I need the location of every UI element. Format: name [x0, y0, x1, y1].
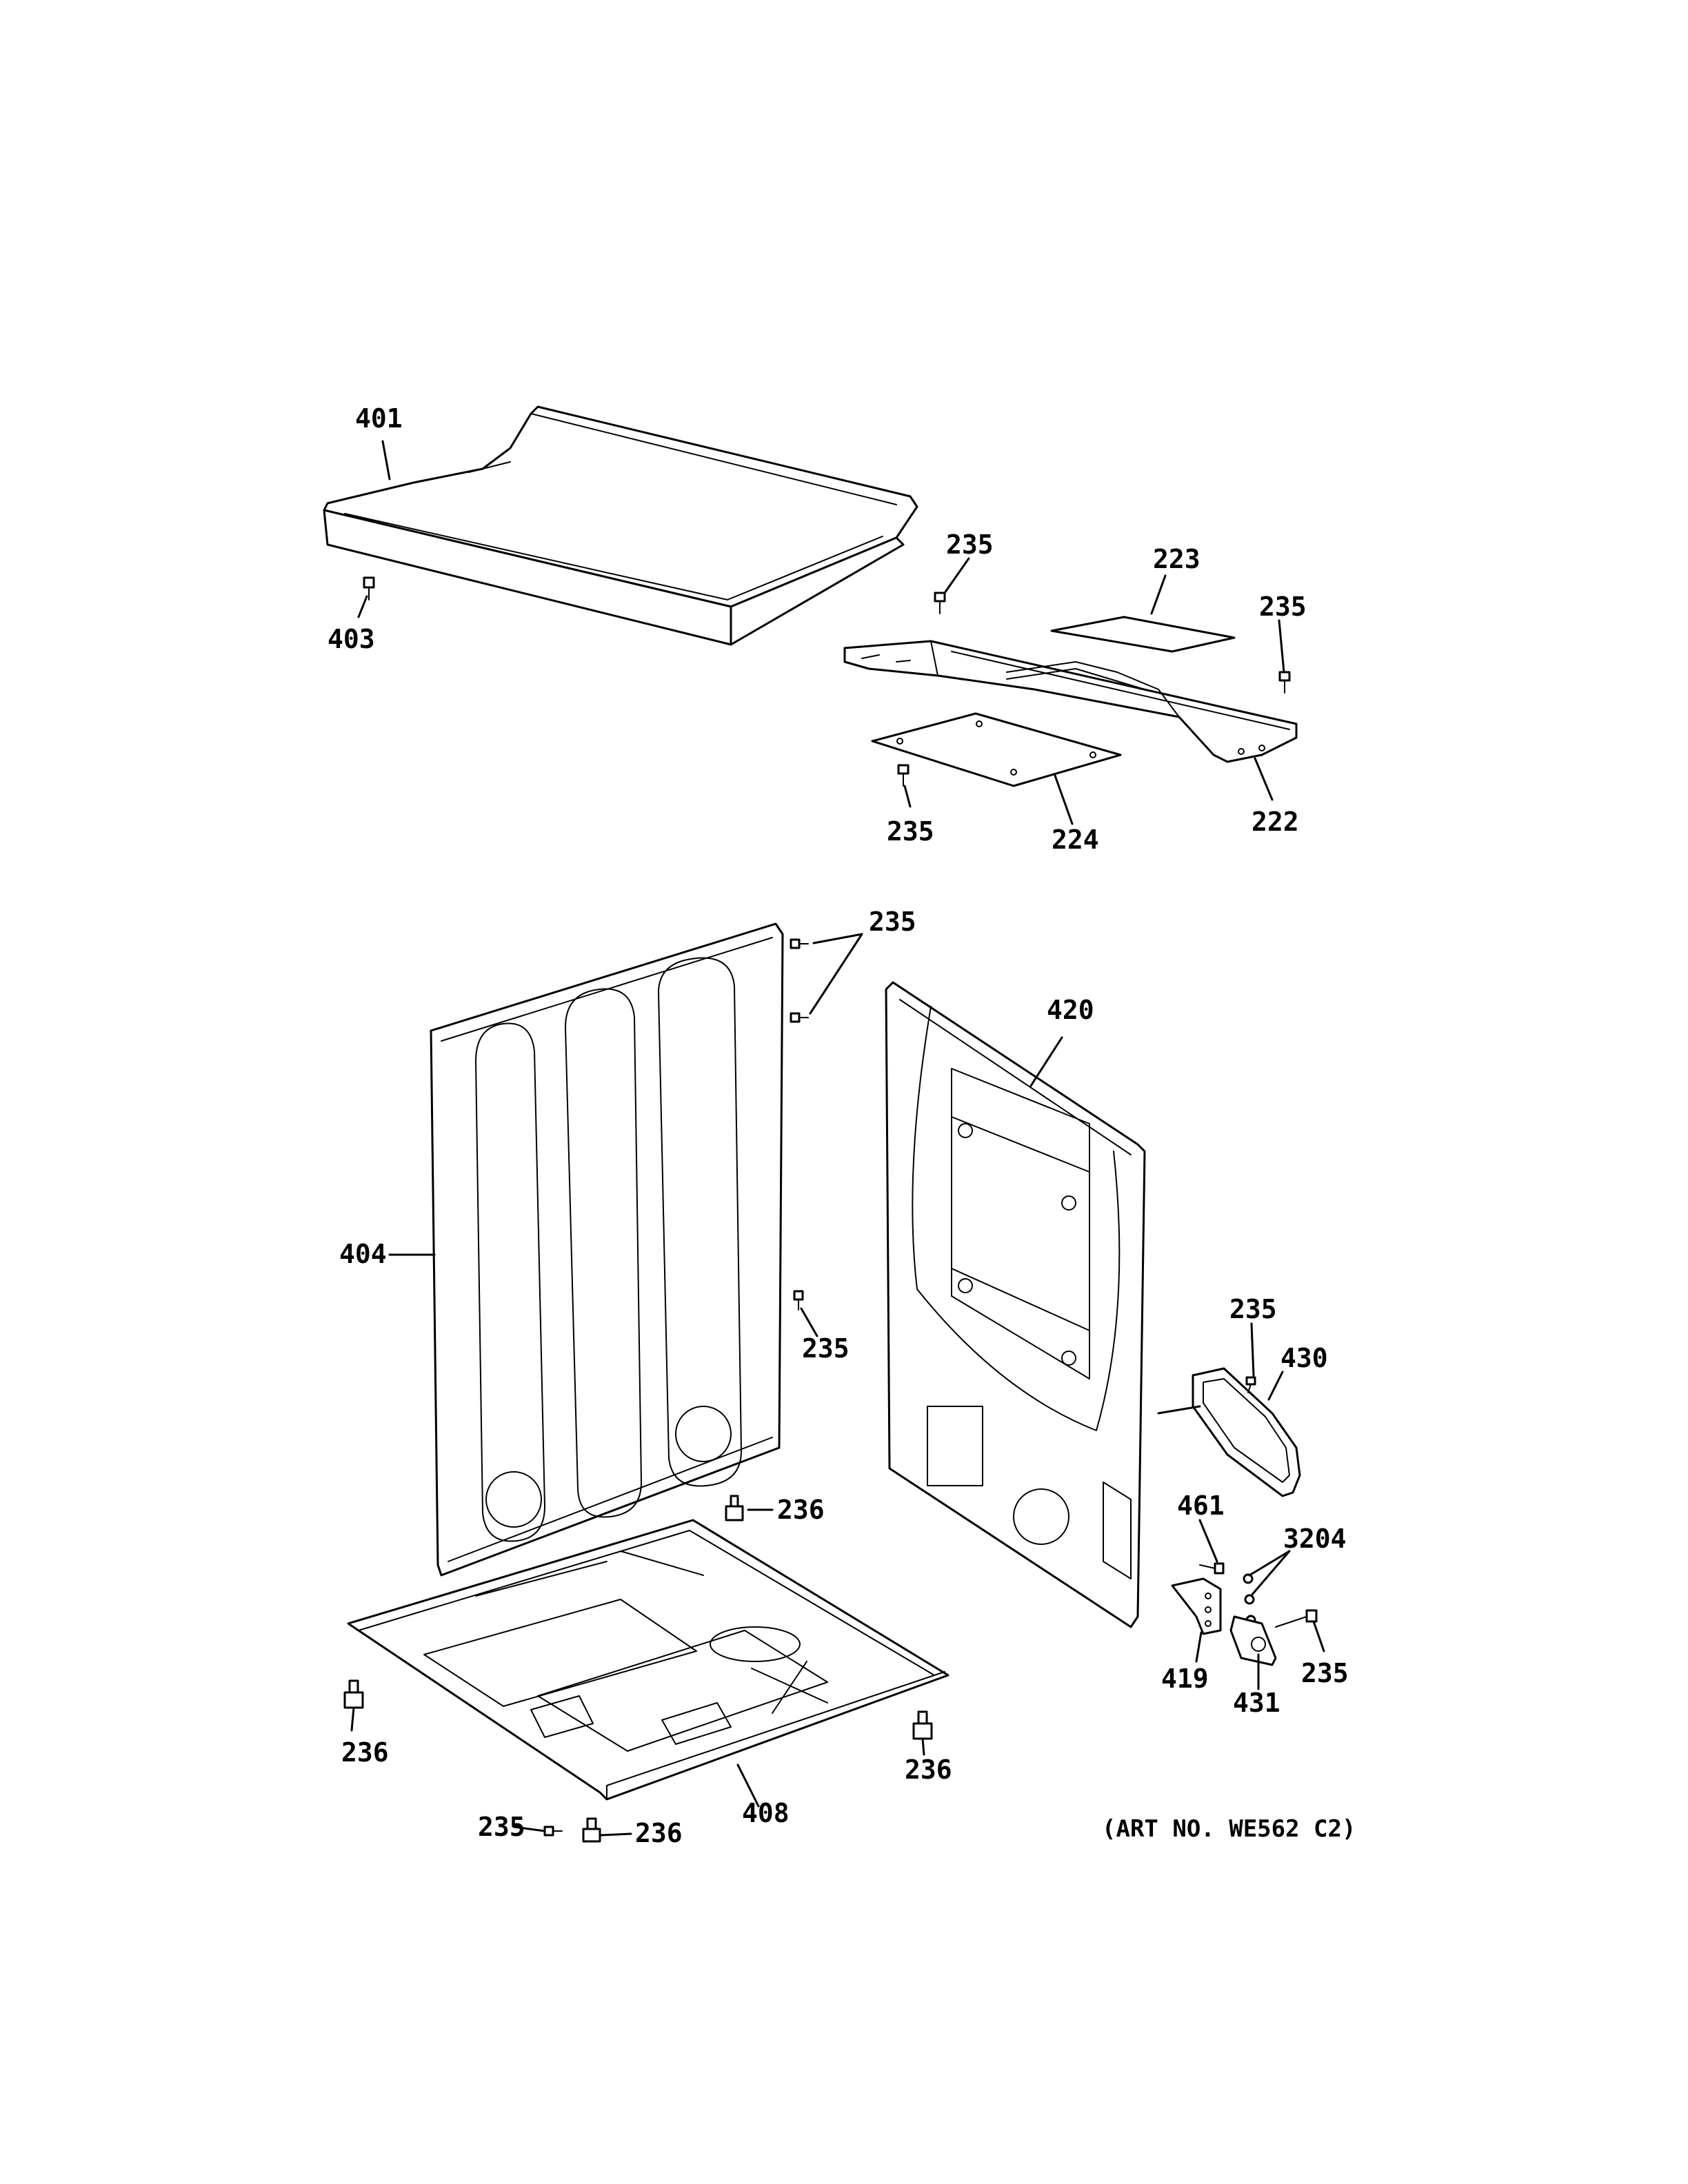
base-part	[347, 1519, 950, 1801]
callout-235-d: 235	[869, 907, 916, 937]
screw-235-d2	[790, 1012, 809, 1023]
callout-235-f: 235	[1229, 1294, 1277, 1324]
screw-235-e	[793, 1290, 804, 1311]
vent-cover-part	[1192, 1367, 1301, 1497]
plate-224-part	[871, 712, 1122, 787]
callout-408: 408	[742, 1798, 790, 1828]
foot-236-b	[343, 1679, 364, 1709]
callout-236-d: 236	[635, 1818, 683, 1848]
side-panel-part	[430, 922, 784, 1577]
callout-236-b: 236	[341, 1737, 389, 1768]
callout-431: 431	[1233, 1688, 1280, 1718]
strain-relief-bracket-part	[1229, 1615, 1277, 1666]
screw-235-c	[897, 764, 910, 787]
callout-236-c: 236	[905, 1755, 952, 1785]
callout-430: 430	[1280, 1343, 1328, 1373]
rear-panel-part	[885, 981, 1146, 1628]
screw-403	[363, 576, 375, 600]
callout-461: 461	[1177, 1490, 1225, 1521]
callout-235-e: 235	[802, 1333, 850, 1364]
callout-403: 403	[328, 624, 375, 654]
callout-236-a: 236	[777, 1495, 825, 1525]
foot-236-c	[912, 1710, 933, 1740]
screw-235-h	[543, 1826, 563, 1837]
callout-235-a: 235	[946, 529, 994, 560]
screw-235-d1	[790, 938, 809, 949]
foot-236-a	[725, 1495, 744, 1521]
callout-404: 404	[339, 1239, 387, 1269]
plate-223-part	[1050, 616, 1236, 653]
callout-401: 401	[355, 403, 403, 434]
top-bracket-part	[843, 640, 1298, 763]
screws-3204	[1243, 1573, 1256, 1626]
callout-235-h: 235	[478, 1812, 525, 1842]
callout-235-b: 235	[1259, 592, 1307, 622]
callout-235-c: 235	[887, 816, 934, 847]
callout-235-g: 235	[1301, 1658, 1349, 1688]
screw-235-f	[1245, 1376, 1256, 1393]
callout-224: 224	[1052, 825, 1099, 855]
top-cover-part	[323, 405, 918, 646]
callout-420: 420	[1047, 995, 1094, 1025]
terminal-block-part	[1171, 1577, 1222, 1635]
callout-419: 419	[1161, 1664, 1209, 1694]
screw-235-a	[934, 592, 946, 614]
foot-236-d	[582, 1817, 601, 1843]
screw-461	[1199, 1562, 1225, 1575]
art-number: (ART NO. WE562 C2)	[1102, 1815, 1356, 1843]
screw-235-g	[1275, 1609, 1318, 1628]
callout-222: 222	[1252, 807, 1299, 837]
callout-3204: 3204	[1283, 1524, 1347, 1554]
leader-lines	[350, 440, 1325, 1837]
screw-235-b	[1278, 671, 1291, 694]
callout-223: 223	[1153, 544, 1200, 574]
